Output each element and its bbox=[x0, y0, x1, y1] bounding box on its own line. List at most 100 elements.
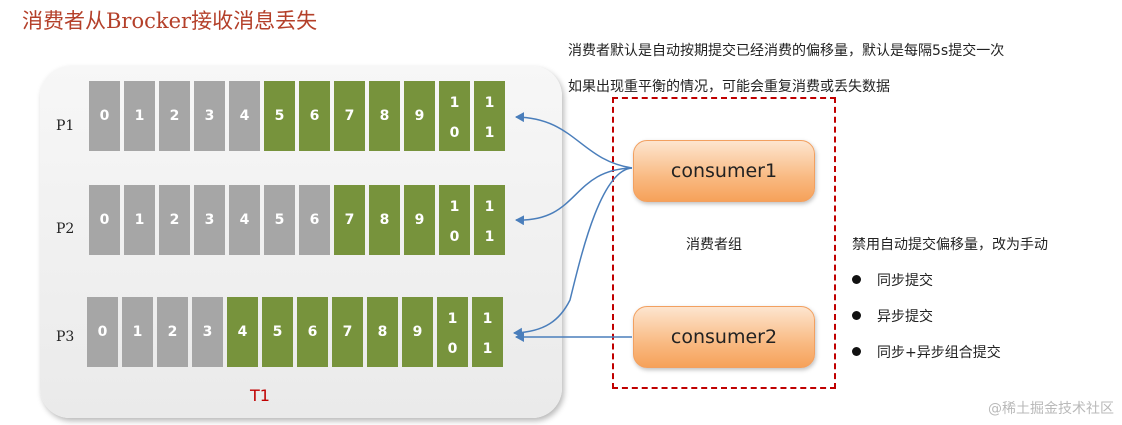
offset-cell: 0 bbox=[89, 81, 120, 151]
consumer-group-label: 消费者组 bbox=[686, 237, 742, 253]
offset-digit: 2 bbox=[167, 324, 178, 340]
offset-digit: 3 bbox=[202, 324, 213, 340]
note-line-2: 如果出现重平衡的情况，可能会重复消费或丢失数据 bbox=[568, 79, 890, 95]
offset-cell: 1 bbox=[124, 185, 155, 255]
offset-digit: 2 bbox=[169, 108, 180, 124]
offset-digit: 0 bbox=[449, 125, 460, 141]
offset-cell: 2 bbox=[157, 297, 188, 367]
offset-digit: 0 bbox=[447, 341, 458, 357]
option-sync: 同步提交 bbox=[877, 273, 933, 289]
note-line-1: 消费者默认是自动按期提交已经消费的偏移量，默认是每隔5s提交一次 bbox=[568, 43, 1005, 59]
offset-cell: 8 bbox=[367, 297, 398, 367]
offset-digit: 3 bbox=[204, 212, 215, 228]
topic-label: T1 bbox=[250, 386, 270, 405]
arrow-consumer1-to-p1 bbox=[515, 112, 633, 169]
bullet-icon bbox=[852, 310, 861, 320]
offset-digit: 1 bbox=[484, 95, 495, 111]
offset-digit: 8 bbox=[379, 108, 390, 124]
option-item: 同步提交 bbox=[852, 270, 933, 290]
offset-digit: 6 bbox=[309, 212, 320, 228]
offset-digit: 7 bbox=[342, 324, 353, 340]
offset-digit: 1 bbox=[449, 199, 460, 215]
offset-cell: 7 bbox=[334, 185, 365, 255]
offset-digit: 5 bbox=[274, 108, 285, 124]
offset-cell: 5 bbox=[264, 81, 295, 151]
offset-cell: 4 bbox=[229, 81, 260, 151]
offset-digit: 9 bbox=[412, 324, 423, 340]
offset-digit: 1 bbox=[447, 311, 458, 327]
partition-label-p2: P2 bbox=[56, 221, 75, 237]
offset-digit: 4 bbox=[239, 108, 250, 124]
offset-cell: 7 bbox=[334, 81, 365, 151]
offset-digit: 0 bbox=[449, 229, 460, 245]
offset-cell: 2 bbox=[159, 81, 190, 151]
offset-cell: 0 bbox=[89, 185, 120, 255]
offset-cell: 8 bbox=[369, 185, 400, 255]
offset-cell: 9 bbox=[404, 81, 435, 151]
offset-cell: 0 bbox=[87, 297, 118, 367]
offset-digit: 2 bbox=[169, 212, 180, 228]
consumer2-node: consumer2 bbox=[633, 306, 815, 368]
offset-cell: 1 bbox=[124, 81, 155, 151]
consumer-group-box bbox=[612, 97, 836, 389]
offset-digit: 8 bbox=[377, 324, 388, 340]
offset-cell: 6 bbox=[299, 81, 330, 151]
consumer1-node: consumer1 bbox=[633, 140, 815, 202]
offset-digit: 6 bbox=[309, 108, 320, 124]
offset-digit: 1 bbox=[482, 311, 493, 327]
offset-digit: 6 bbox=[307, 324, 318, 340]
options-title: 禁用自动提交偏移量，改为手动 bbox=[852, 237, 1048, 253]
offset-digit: 1 bbox=[484, 125, 495, 141]
diagram-title: 消费者从Brocker接收消息丢失 bbox=[22, 9, 318, 33]
offset-digit: 1 bbox=[482, 341, 493, 357]
offset-cell: 9 bbox=[402, 297, 433, 367]
offset-digit: 4 bbox=[237, 324, 248, 340]
offset-digit: 1 bbox=[134, 212, 145, 228]
offset-cell: 1 bbox=[122, 297, 153, 367]
offset-cell: 6 bbox=[299, 185, 330, 255]
offset-digit: 8 bbox=[379, 212, 390, 228]
bullet-icon bbox=[852, 274, 861, 284]
offset-digit: 7 bbox=[344, 212, 355, 228]
arrow-consumer1-to-p3 bbox=[513, 167, 633, 338]
partition-label-p3: P3 bbox=[56, 329, 75, 345]
offset-cell: 3 bbox=[194, 185, 225, 255]
offset-digit: 1 bbox=[484, 229, 495, 245]
option-item: 同步+异步组合提交 bbox=[852, 342, 1001, 362]
offset-cell: 9 bbox=[404, 185, 435, 255]
offset-digit: 1 bbox=[132, 324, 143, 340]
offset-digit: 3 bbox=[204, 108, 215, 124]
offset-cell: 3 bbox=[194, 81, 225, 151]
offset-cell: 6 bbox=[297, 297, 328, 367]
offset-cell: 7 bbox=[332, 297, 363, 367]
offset-digit: 9 bbox=[414, 108, 425, 124]
offset-digit: 1 bbox=[484, 199, 495, 215]
offset-digit: 1 bbox=[134, 108, 145, 124]
offset-digit: 9 bbox=[414, 212, 425, 228]
offset-digit: 0 bbox=[99, 108, 110, 124]
offset-digit: 0 bbox=[97, 324, 108, 340]
offset-cell: 4 bbox=[227, 297, 258, 367]
watermark: @稀土掘金技术社区 bbox=[988, 401, 1114, 417]
offset-digit: 4 bbox=[239, 212, 250, 228]
offset-cell: 5 bbox=[264, 185, 295, 255]
bullet-icon bbox=[852, 346, 861, 356]
partition-label-p1: P1 bbox=[56, 118, 75, 134]
offset-cell: 8 bbox=[369, 81, 400, 151]
offset-cell: 4 bbox=[229, 185, 260, 255]
offset-cell: 2 bbox=[159, 185, 190, 255]
offset-cell: 3 bbox=[192, 297, 223, 367]
option-combined: 同步+异步组合提交 bbox=[877, 345, 1001, 361]
option-item: 异步提交 bbox=[852, 306, 933, 326]
offset-digit: 1 bbox=[449, 95, 460, 111]
offset-digit: 7 bbox=[344, 108, 355, 124]
